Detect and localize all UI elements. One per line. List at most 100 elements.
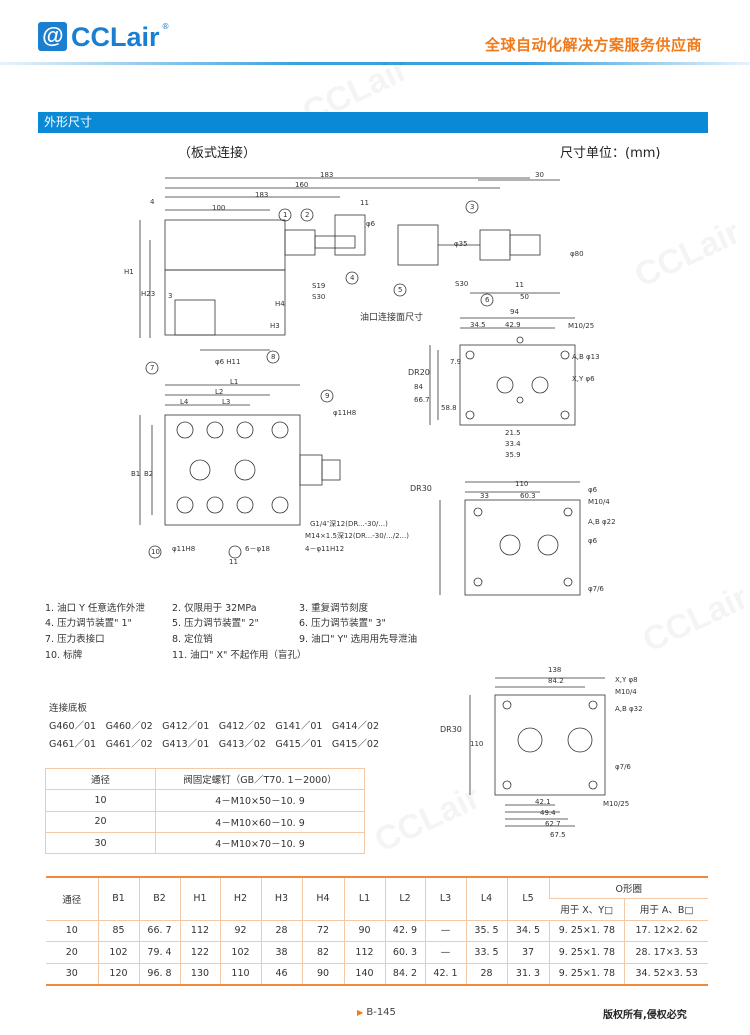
cell: 102 (219, 941, 261, 964)
cell: 28. 17×3. 53 (624, 941, 708, 964)
dr20-dim: 21.5 (505, 429, 521, 437)
dr30a-dim: φ6 (588, 486, 598, 494)
dim-11: 11 (360, 199, 369, 207)
page-number: ▶ B-145 (357, 1007, 396, 1018)
legend-item: 3. 重复调节刻度 (299, 603, 369, 614)
cell: — (424, 941, 466, 964)
dim-183b: 183 (255, 191, 269, 199)
dr20-dim: M10/25 (568, 322, 595, 330)
column-header: L4 (465, 877, 507, 921)
cell: 66. 7 (138, 920, 180, 942)
page-label: B-145 (366, 1007, 396, 1018)
cell: 42. 9 (384, 920, 425, 942)
callout-6: 6 (485, 296, 490, 304)
dim-h1: H1 (124, 268, 134, 276)
port-face-dr30a (439, 481, 581, 596)
dim-b1: B1 (131, 470, 141, 478)
cell: 4－M10×60－10. 9 (155, 810, 365, 833)
cell: 37 (506, 941, 549, 964)
dim-l2: L2 (215, 388, 224, 396)
cell: 20 (45, 810, 156, 833)
dr20-dim: 94 (510, 308, 519, 316)
dr30a-dim: φ6 (588, 537, 598, 545)
cell: 30 (45, 831, 156, 855)
dr30b-label: DR30 (440, 725, 462, 734)
cell: 140 (343, 963, 385, 985)
dim-6-phi18: 6－φ18 (245, 545, 270, 553)
dr30b-dim: 49.4 (540, 809, 556, 817)
port-face-title: 油口连接面尺寸 (360, 313, 424, 323)
dim-3: 3 (168, 292, 173, 300)
dr30b-dim: 110 (470, 740, 484, 748)
callout-2: 2 (305, 211, 310, 219)
arrow-right-icon: ▶ (357, 1008, 364, 1017)
cell: 120 (97, 963, 139, 985)
callout-8: 8 (271, 353, 276, 361)
cell: 33. 5 (465, 941, 507, 964)
dr20-dim: A,B φ13 (572, 353, 600, 361)
dr30a-dim: 60.3 (520, 492, 536, 500)
unit-label: 尺寸单位：(mm) (560, 146, 661, 161)
legend-item: 1. 油口 Y 任意选作外泄 (45, 603, 145, 614)
dr20-label: DR20 (408, 368, 430, 377)
dim-s30: S30 (312, 293, 326, 301)
callout-9: 9 (325, 392, 330, 400)
cell: 90 (343, 920, 385, 942)
column-header: 通径 (46, 877, 98, 921)
cell: 34. 52×3. 53 (624, 963, 708, 985)
oring-sub-header: 用于 A、B□ (624, 898, 708, 921)
cell: 4－M10×70－10. 9 (155, 831, 365, 855)
cell: 28 (260, 920, 302, 942)
dr30b-dim: 67.5 (550, 831, 566, 839)
dr30b-dim: 138 (548, 666, 562, 674)
bolt-header: 阀固定螺钉（GB／T70. 1－2000） (155, 767, 365, 791)
dim-phi80: φ80 (570, 250, 584, 258)
cell: 20 (46, 941, 98, 964)
cell: 9. 25×1. 78 (548, 941, 625, 964)
cell: 79. 4 (138, 941, 180, 964)
dr20-dim: 84 (414, 383, 423, 391)
dr20-dim: 35.9 (505, 451, 521, 459)
dr30a-dim: M10/4 (588, 498, 610, 506)
dr20-dim: 66.7 (414, 396, 430, 404)
dim-l1: L1 (230, 378, 239, 386)
legend-item: 9. 油口" Y" 选用用先导泄油 (299, 634, 418, 645)
copyright: 版权所有,侵权必究 (603, 1010, 687, 1021)
legend-item: 2. 仅限用于 32MPa (172, 603, 257, 614)
dim-160: 160 (295, 181, 309, 189)
column-header: B1 (97, 877, 139, 921)
subplate-row: G460／01 G460／02 G412／01 G412／02 G141／01 … (49, 721, 379, 732)
dim-h3: H3 (270, 322, 280, 330)
section-title: 外形尺寸 (38, 112, 708, 133)
cell: 10 (46, 920, 98, 942)
port-face-dr30b-drawing (469, 677, 606, 827)
cell: 96. 8 (138, 963, 180, 985)
dim-g14: G1/4″深12(DR...-30/...) (310, 520, 388, 528)
cell: 9. 25×1. 78 (548, 920, 625, 942)
column-header: H1 (179, 877, 220, 921)
dim-phi6: φ6 (366, 220, 376, 228)
dim-phi11h8b: φ11H8 (172, 545, 196, 553)
cell: 112 (179, 920, 220, 942)
column-header: H4 (301, 877, 344, 921)
dr30b-dim: 62.7 (545, 820, 561, 828)
dim-s30b: S30 (455, 280, 469, 288)
dim-m14: M14×1.5深12(DR...-30/.../2...) (305, 532, 409, 540)
cell: 46 (260, 963, 302, 985)
cell: 38 (260, 941, 302, 964)
dr30a-dim: 33 (480, 492, 489, 500)
cell: 110 (219, 963, 261, 985)
dr30a-dim: A,B φ22 (588, 518, 616, 526)
dr30b-dim: φ7/6 (615, 763, 631, 771)
logo: @ CCLair ® (38, 22, 170, 51)
column-header: H2 (219, 877, 261, 921)
cell: 42. 1 (424, 963, 466, 985)
cell: 82 (301, 941, 344, 964)
dr30b-dim: M10/4 (615, 688, 637, 696)
callout-3: 3 (470, 203, 475, 211)
